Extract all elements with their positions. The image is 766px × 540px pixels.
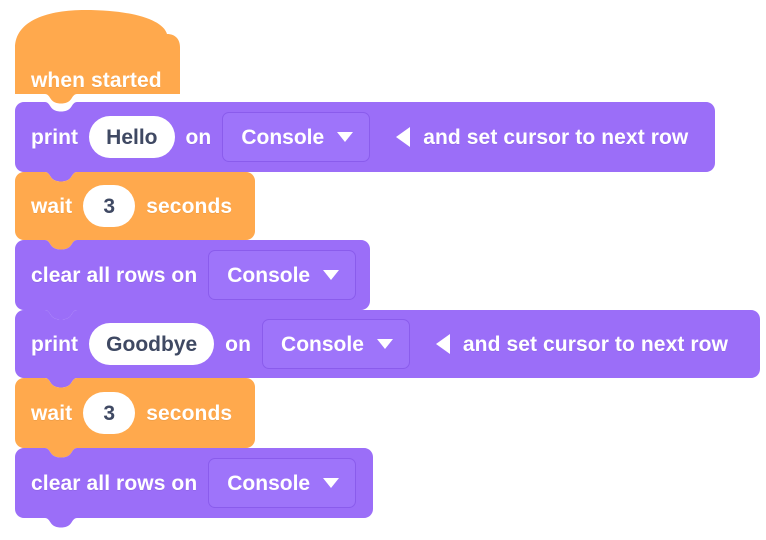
block-print-goodbye-row: print Goodbye on Console and set cursor … <box>15 310 728 378</box>
block-shape-stack <box>15 172 255 250</box>
block-when-started-row: when started <box>15 0 162 113</box>
print-text-input[interactable]: Hello <box>89 116 175 158</box>
seconds-label: seconds <box>146 401 233 425</box>
console-dropdown[interactable]: Console <box>222 112 371 162</box>
chevron-down-icon <box>323 270 340 280</box>
block-when-started[interactable]: when started <box>15 8 180 104</box>
clear-all-rows-on-label: clear all rows on <box>31 263 198 287</box>
block-print-hello-row: print Hello on Console and set cursor to… <box>15 102 688 172</box>
print-label: print <box>31 332 79 356</box>
triangle-left-icon[interactable] <box>396 127 411 147</box>
block-clear-rows-b-row: clear all rows on Console <box>15 448 357 518</box>
console-dropdown[interactable]: Console <box>262 319 410 369</box>
seconds-label: seconds <box>146 194 233 218</box>
block-clear-rows-b[interactable]: clear all rows on Console <box>15 448 373 528</box>
console-dropdown-value: Console <box>227 263 311 287</box>
on-label: on <box>225 332 252 356</box>
block-wait-a-row: wait 3 seconds <box>15 172 232 240</box>
triangle-left-icon[interactable] <box>435 334 450 354</box>
console-dropdown-value: Console <box>241 125 325 149</box>
set-cursor-next-row-label: and set cursor to next row <box>462 332 729 356</box>
console-dropdown[interactable]: Console <box>208 458 357 508</box>
set-cursor-next-row-label: and set cursor to next row <box>423 125 689 149</box>
chevron-down-icon <box>376 339 393 349</box>
on-label: on <box>185 125 212 149</box>
console-dropdown-value: Console <box>281 332 364 356</box>
wait-seconds-input[interactable]: 3 <box>83 185 136 227</box>
wait-label: wait <box>31 401 73 425</box>
block-print-hello[interactable]: print Hello on Console and set cursor to… <box>15 102 715 182</box>
block-clear-rows-a-row: clear all rows on Console <box>15 240 357 310</box>
block-wait-a[interactable]: wait 3 seconds <box>15 172 255 250</box>
block-shape-stack <box>15 378 255 458</box>
block-shape-hat <box>15 8 180 104</box>
block-wait-b[interactable]: wait 3 seconds <box>15 378 255 458</box>
when-started-label: when started <box>31 69 162 92</box>
block-clear-rows-a[interactable]: clear all rows on Console <box>15 240 370 320</box>
block-print-goodbye[interactable]: print Goodbye on Console and set cursor … <box>15 310 760 388</box>
wait-seconds-input[interactable]: 3 <box>83 392 136 434</box>
chevron-down-icon <box>337 132 354 142</box>
console-dropdown-value: Console <box>227 471 311 495</box>
print-text-input[interactable]: Goodbye <box>89 323 215 365</box>
block-wait-b-row: wait 3 seconds <box>15 378 232 448</box>
print-label: print <box>31 125 79 149</box>
clear-all-rows-on-label: clear all rows on <box>31 471 198 495</box>
console-dropdown[interactable]: Console <box>208 250 357 300</box>
chevron-down-icon <box>323 478 340 488</box>
wait-label: wait <box>31 194 73 218</box>
